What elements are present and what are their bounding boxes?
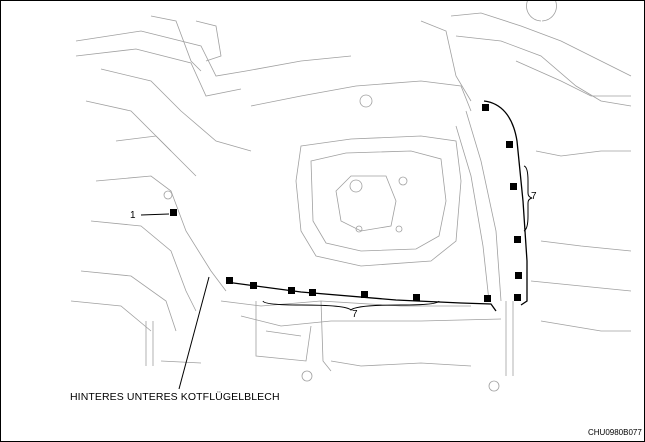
marker: [482, 104, 489, 111]
leader-lines: [140, 213, 210, 390]
sealing-line-right: [483, 100, 528, 306]
marker-set: [170, 104, 522, 302]
marker: [288, 287, 295, 294]
marker: [361, 291, 368, 298]
marker-item1: [170, 209, 177, 216]
structure-sketch: [70, 1, 632, 392]
marker: [514, 236, 521, 243]
marker: [250, 282, 257, 289]
callout-item7-bottom: 7: [352, 309, 358, 320]
marker: [309, 289, 316, 296]
marker: [506, 141, 513, 148]
marker: [510, 183, 517, 190]
marker: [484, 295, 491, 302]
brace-right: [523, 165, 533, 232]
marker: [515, 272, 522, 279]
callout-item7-right: 7: [531, 191, 537, 202]
callout-item1: 1: [130, 210, 136, 221]
marker: [413, 294, 420, 301]
marker: [514, 294, 521, 301]
leader-caption: [178, 276, 210, 390]
part-caption: HINTERES UNTERES KOTFLÜGELBLECH: [70, 391, 280, 403]
sealing-lines: [225, 100, 528, 312]
drawing-code: CHU0980B077: [588, 428, 642, 437]
brace-bottom: [262, 300, 440, 311]
leader-item1: [140, 213, 170, 216]
marker: [226, 277, 233, 284]
